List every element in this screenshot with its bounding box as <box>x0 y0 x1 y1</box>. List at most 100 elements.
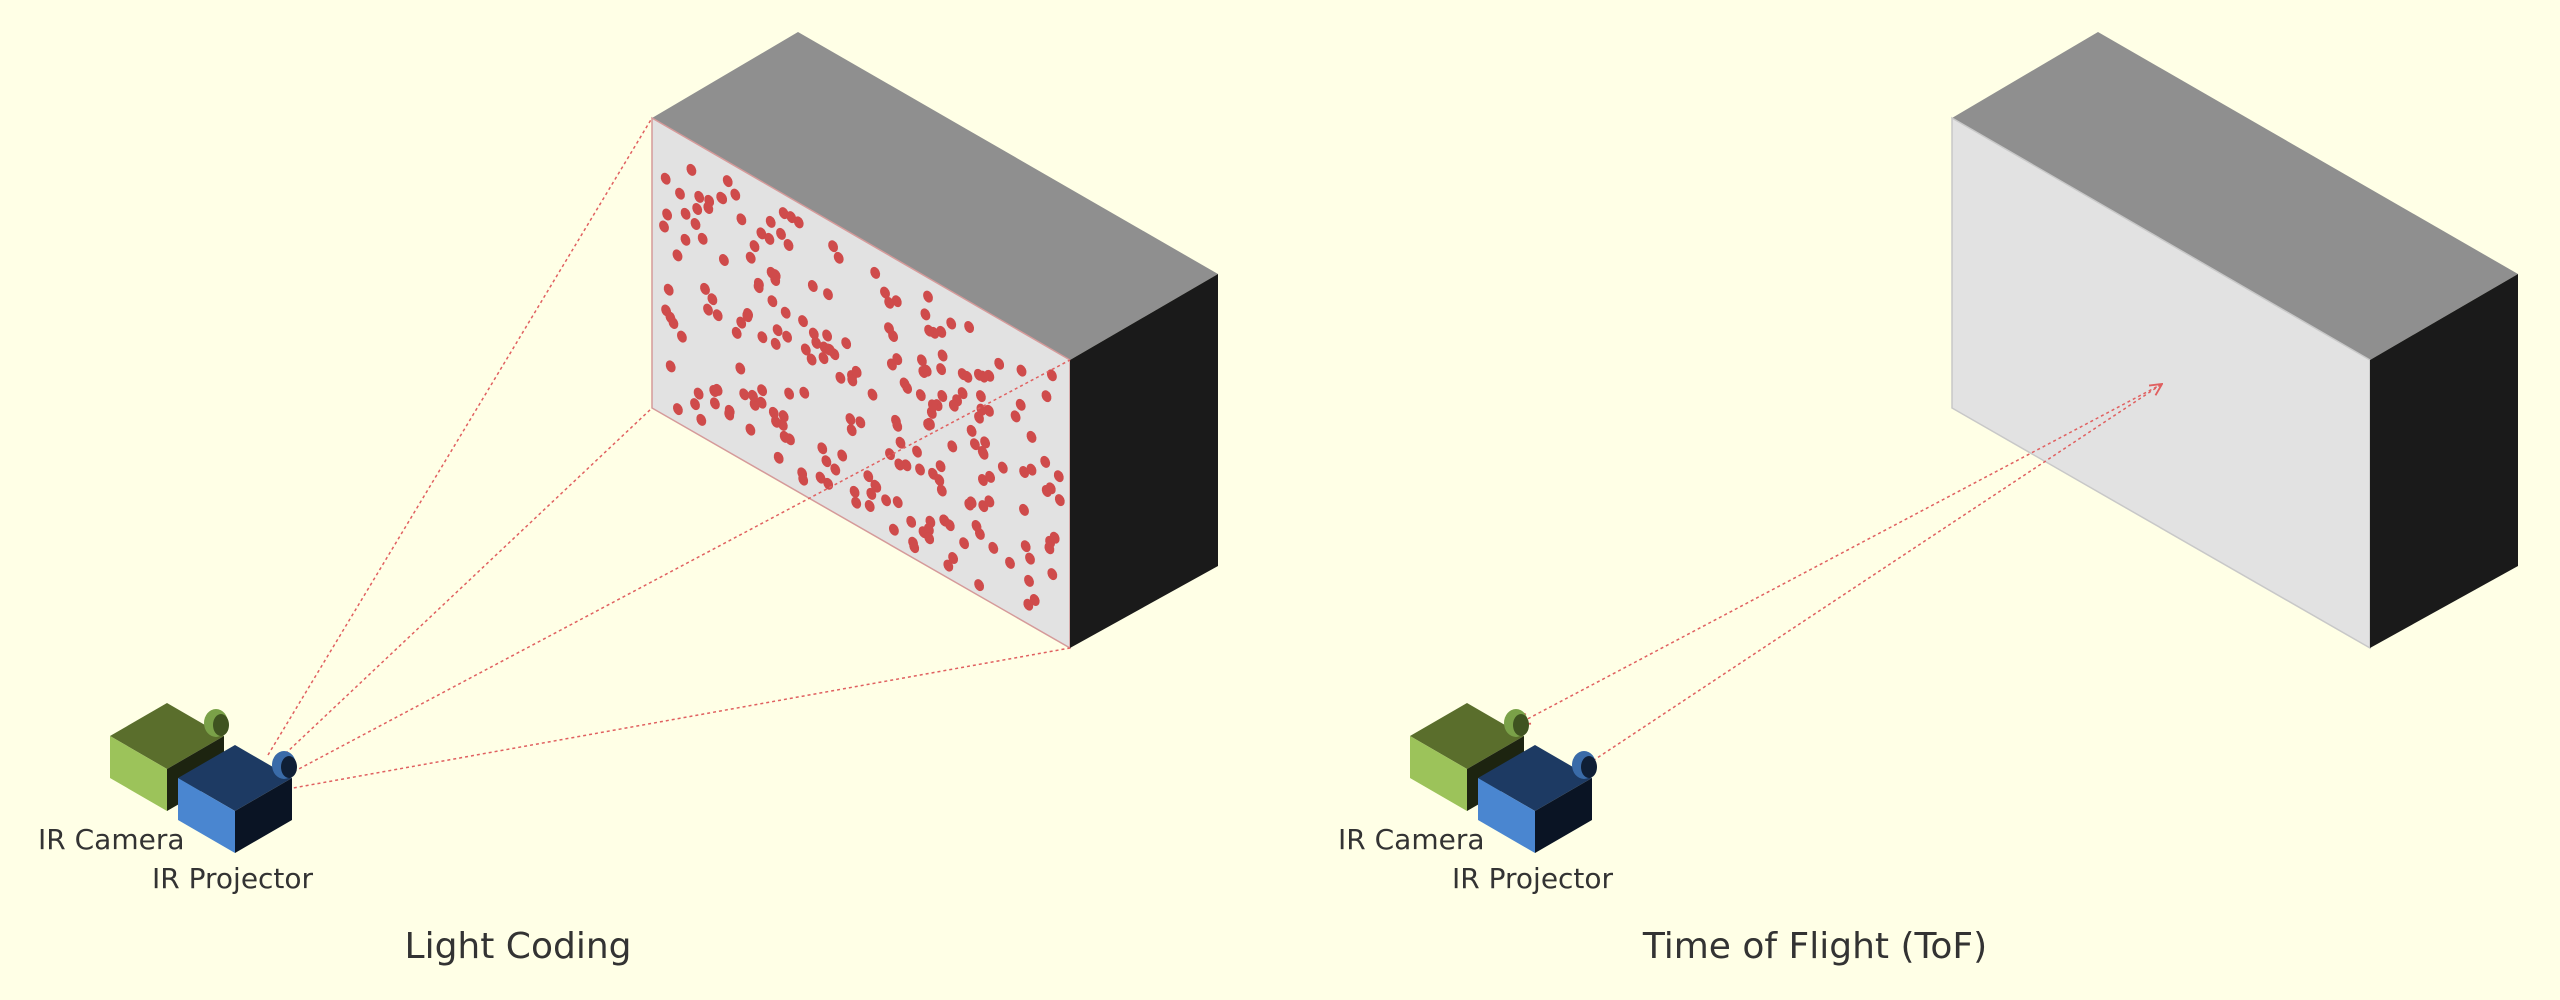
projected-dot <box>1049 531 1060 544</box>
projected-dot <box>835 371 846 384</box>
projected-dot <box>830 463 841 476</box>
box-top-face <box>1952 32 2518 360</box>
projected-dot <box>1020 540 1031 553</box>
ir-projector-icon <box>1478 745 1597 853</box>
ir-projector-label: IR Projector <box>1452 862 1614 895</box>
projected-dot <box>665 360 676 373</box>
projected-dot <box>1047 568 1058 581</box>
projected-dot <box>785 433 795 446</box>
projected-dot <box>696 413 707 426</box>
projected-dot <box>1041 485 1052 497</box>
projected-dot <box>988 541 999 554</box>
projected-dot <box>722 175 733 188</box>
projected-dot <box>923 290 933 303</box>
projected-dot <box>807 280 818 292</box>
projected-dot <box>944 519 955 532</box>
projected-dot <box>966 424 977 437</box>
projected-dot <box>660 172 671 185</box>
projected-dot <box>975 390 986 403</box>
projected-dot <box>969 438 980 451</box>
projected-dot <box>821 455 832 468</box>
projected-dot <box>672 403 683 416</box>
projected-dot <box>700 282 710 295</box>
projected-dot <box>851 496 862 509</box>
projected-dot <box>799 386 810 399</box>
projected-dot <box>971 520 982 532</box>
projected-dot <box>776 227 786 240</box>
projected-dot <box>793 216 804 229</box>
projected-dot <box>697 232 708 245</box>
projected-dot <box>948 399 959 412</box>
projected-dot <box>912 445 922 458</box>
tof-rays <box>1518 384 2162 765</box>
projected-dot <box>765 215 776 228</box>
projected-dot <box>739 388 750 401</box>
ray-top-left <box>267 117 653 756</box>
projected-dot <box>694 190 705 203</box>
projected-dot <box>906 515 917 528</box>
projected-dot <box>937 349 948 362</box>
projected-dot <box>771 415 781 428</box>
projected-dot <box>994 357 1005 370</box>
projected-dot <box>764 232 775 245</box>
projected-dot <box>1026 430 1037 443</box>
ir-camera-label: IR Camera <box>38 823 185 856</box>
projected-dot <box>863 470 874 483</box>
projected-dot <box>736 213 747 226</box>
projected-dot <box>866 487 877 500</box>
projected-dot <box>680 207 691 220</box>
projected-dot <box>923 418 934 431</box>
projected-dot <box>680 233 691 246</box>
projected-dot <box>811 336 822 349</box>
projected-dot <box>927 399 938 412</box>
projected-dot <box>1016 364 1027 377</box>
projected-dot <box>718 254 729 266</box>
projected-dot <box>703 202 714 214</box>
projected-dot <box>668 317 679 329</box>
projected-dot <box>841 337 852 350</box>
projected-dot <box>676 330 687 343</box>
target-box <box>651 32 1218 650</box>
projected-dot <box>815 471 826 484</box>
projected-dot <box>797 467 808 480</box>
projected-dot <box>800 343 811 356</box>
light-coding-title: Light Coding <box>405 926 632 967</box>
projected-dot <box>716 191 727 204</box>
projected-dot <box>948 552 959 564</box>
projected-dot <box>808 327 819 340</box>
projected-dot <box>916 354 927 367</box>
projected-dot <box>846 424 857 437</box>
projected-dot <box>923 523 934 536</box>
projected-dot <box>1026 463 1037 476</box>
projected-dot <box>978 447 989 460</box>
box-top-face <box>652 32 1218 360</box>
projected-dot <box>1010 410 1021 423</box>
projected-dot <box>730 188 741 201</box>
projected-dot <box>871 480 882 493</box>
projected-dot <box>766 266 777 279</box>
projected-dot <box>837 449 848 462</box>
projected-dot <box>818 352 829 365</box>
projected-dot <box>753 281 764 294</box>
projected-dot <box>756 227 767 240</box>
projection-rays <box>267 117 1071 791</box>
projected-dot <box>745 423 756 436</box>
projected-dot-pattern <box>659 163 1065 611</box>
projected-dot <box>825 343 836 356</box>
projected-dot <box>731 326 742 339</box>
projected-dot <box>773 451 784 464</box>
projected-dot <box>880 286 890 299</box>
projected-dot <box>885 448 895 461</box>
projected-dot <box>1041 390 1052 403</box>
projected-dot <box>895 436 906 449</box>
projected-dot <box>692 203 703 215</box>
projected-dot <box>891 295 902 308</box>
projected-dot <box>936 484 947 497</box>
projected-dot <box>974 579 985 592</box>
projected-dot <box>884 296 895 309</box>
projected-dot <box>985 470 996 483</box>
projected-dot <box>736 316 747 329</box>
projected-dot <box>892 353 903 366</box>
projected-dot <box>1019 466 1030 478</box>
projected-dot <box>851 365 862 378</box>
